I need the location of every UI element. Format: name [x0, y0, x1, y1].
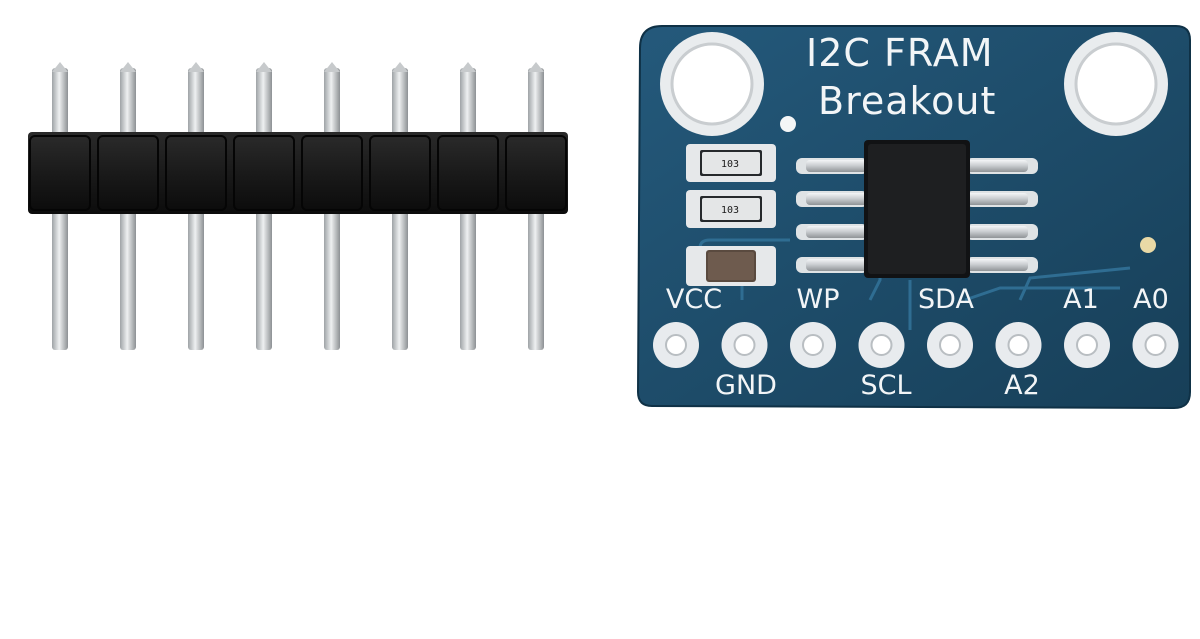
header-pin-tip — [528, 62, 544, 72]
header-pad-hole — [802, 334, 824, 356]
chip-lead-left — [806, 226, 870, 238]
pin1-marker — [1140, 237, 1156, 253]
chip-lead-right — [964, 226, 1028, 238]
board-title-line1: I2C FRAM — [806, 31, 994, 75]
resistor-r2-code: 103 — [721, 205, 739, 216]
header-pin-tip — [188, 62, 204, 72]
header-pin-tip — [52, 62, 68, 72]
header-pin-tip — [392, 62, 408, 72]
header-plastic-block — [29, 135, 91, 211]
chip-lead-left — [806, 193, 870, 205]
header-pad-hole — [1144, 334, 1167, 356]
capacitor-c1 — [686, 246, 776, 286]
header-pad-hole — [1076, 334, 1098, 356]
pin-label-a2: A2 — [1004, 370, 1040, 401]
header-pad-hole — [939, 334, 961, 356]
chip-lead-left — [806, 259, 870, 271]
header-pad-hole — [870, 334, 893, 356]
fiducial-dot — [780, 116, 796, 132]
header-plastic-block — [437, 135, 499, 211]
header-plastic-strip — [28, 132, 568, 214]
header-pin-tip — [256, 62, 272, 72]
header-pin-tip — [324, 62, 340, 72]
header-plastic-block — [233, 135, 295, 211]
pin-label-vcc: VCC — [666, 284, 722, 315]
fram-chip — [796, 140, 1038, 278]
pin-header — [28, 62, 568, 350]
mounting-hole-right — [1064, 32, 1168, 136]
pin-label-a0: A0 — [1133, 284, 1169, 315]
fram-breakout-board: I2C FRAM Breakout 103 103 V — [636, 25, 1191, 410]
pin-label-scl: SCL — [860, 370, 911, 401]
chip-lead-right — [964, 193, 1028, 205]
pin-label-sda: SDA — [918, 284, 974, 315]
header-pad-hole — [1007, 334, 1030, 356]
header-pad-hole — [733, 334, 756, 356]
header-plastic-block — [301, 135, 363, 211]
header-pad-hole — [665, 334, 687, 356]
header-plastic-block — [165, 135, 227, 211]
chip-lead-left — [806, 160, 870, 172]
pin-label-a1: A1 — [1063, 284, 1099, 315]
header-pin-tip — [120, 62, 136, 72]
resistor-r2: 103 — [686, 190, 776, 228]
board-title-line2: Breakout — [818, 79, 996, 123]
header-plastic-block — [369, 135, 431, 211]
mounting-hole-left — [660, 32, 764, 136]
header-pin-tip — [460, 62, 476, 72]
header-plastic-block — [97, 135, 159, 211]
resistor-r1-code: 103 — [721, 159, 739, 170]
chip-lead-right — [964, 259, 1028, 271]
pin-label-gnd: GND — [715, 370, 777, 401]
header-plastic-block — [505, 135, 567, 211]
chip-lead-right — [964, 160, 1028, 172]
pin-label-wp: WP — [797, 284, 840, 315]
resistor-r1: 103 — [686, 144, 776, 182]
